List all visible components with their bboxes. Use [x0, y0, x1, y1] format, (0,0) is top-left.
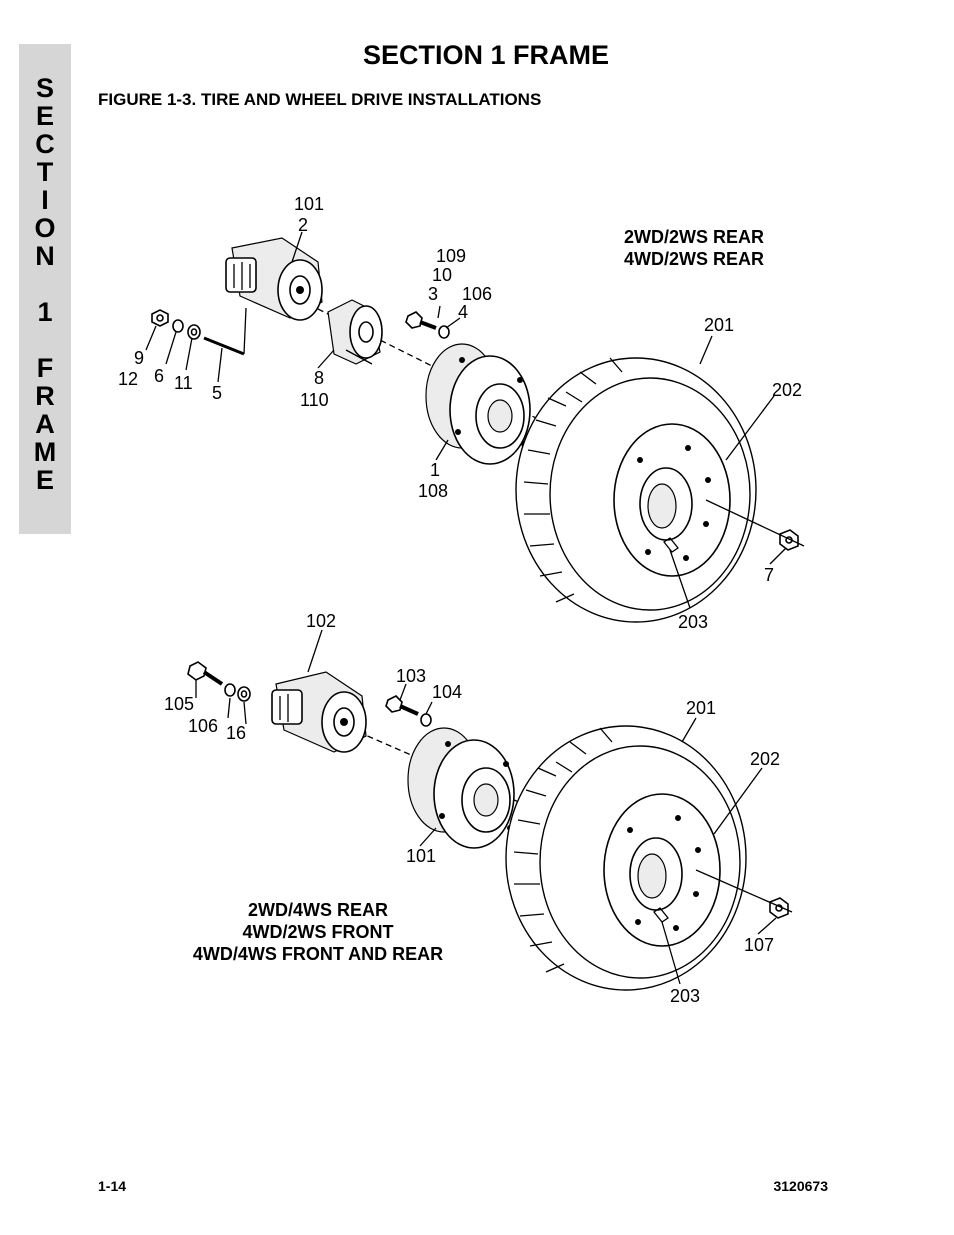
callout: 110	[300, 390, 329, 410]
callout: 6	[154, 366, 164, 386]
upper-wheel-drive-hub	[425, 343, 531, 465]
callout: 103	[396, 666, 426, 686]
callout: 105	[164, 694, 194, 714]
figure-title: FIGURE 1-3. TIRE AND WHEEL DRIVE INSTALL…	[98, 90, 542, 109]
side-letter: I	[41, 185, 49, 215]
upper-lug-nut	[779, 529, 799, 551]
lower-wheel-drive-hub	[407, 727, 515, 849]
lower-hub-bolt	[385, 695, 432, 727]
side-letter: R	[35, 381, 55, 411]
page-number: 1-14	[98, 1178, 127, 1194]
lower-lug-nut	[769, 897, 789, 919]
callout: 108	[418, 481, 448, 501]
side-letter: A	[35, 409, 55, 439]
side-letter: N	[35, 241, 55, 271]
callout: 106	[462, 284, 492, 304]
config-line: 4WD/2WS REAR	[624, 249, 764, 269]
callout: 11	[174, 373, 193, 393]
callout: 102	[306, 611, 336, 631]
side-letter: E	[35, 465, 54, 495]
lower-config-label: 2WD/4WS REAR 4WD/2WS FRONT 4WD/4WS FRONT…	[193, 900, 443, 964]
upper-stud	[203, 336, 245, 356]
callout: 104	[432, 682, 462, 702]
callout: 12	[118, 369, 138, 389]
upper-leader-lines	[145, 231, 805, 609]
side-letter: M	[33, 437, 57, 467]
side-letter: C	[35, 129, 55, 159]
side-tab-letters: S E C T I O N 1 F R A M E	[19, 74, 71, 494]
config-line: 4WD/2WS FRONT	[243, 922, 394, 942]
upper-hub-bolt	[405, 311, 450, 339]
upper-small-hardware	[151, 309, 201, 340]
lower-tire-and-wheel	[505, 725, 747, 991]
callout: 10	[432, 265, 452, 285]
upper-config-label: 2WD/2WS REAR 4WD/2WS REAR	[624, 227, 764, 269]
callout: 203	[670, 986, 700, 1006]
lower-leader-lines	[195, 629, 793, 985]
config-line: 4WD/4WS FRONT AND REAR	[193, 944, 443, 964]
side-letter: T	[36, 157, 54, 187]
side-letter: O	[34, 213, 56, 243]
callout: 9	[134, 348, 144, 368]
upper-callouts: 101 2 109 10 3 106 4 9 12 6 11 5 8 110 1…	[118, 194, 802, 632]
upper-drive-motor	[225, 237, 323, 321]
callout: 109	[436, 246, 466, 266]
callout: 8	[314, 368, 324, 388]
callout: 2	[298, 215, 308, 235]
callout: 201	[704, 315, 734, 335]
lower-assembly-illustration	[187, 629, 793, 991]
config-line: 2WD/4WS REAR	[248, 900, 388, 920]
page-title: SECTION 1 FRAME	[362, 40, 610, 70]
side-letter: 1	[37, 297, 53, 327]
callout: 3	[428, 284, 438, 304]
section-side-tab: S E C T I O N 1 F R A M E	[19, 44, 71, 534]
side-letter: S	[35, 73, 54, 103]
side-letter: F	[36, 353, 54, 383]
callout: 16	[226, 723, 246, 743]
callout: 106	[188, 716, 218, 736]
lower-callouts: 102 103 104 105 106 16 101 201 202 107 2…	[164, 611, 780, 1006]
callout: 203	[678, 612, 708, 632]
callout: 202	[772, 380, 802, 400]
callout: 202	[750, 749, 780, 769]
document-number: 3120673	[773, 1178, 828, 1194]
callout: 4	[458, 302, 468, 322]
lower-small-hardware	[187, 661, 251, 702]
callout: 7	[764, 565, 774, 585]
side-letter: E	[35, 101, 54, 131]
callout: 107	[744, 935, 774, 955]
config-line: 2WD/2WS REAR	[624, 227, 764, 247]
callout: 1	[430, 460, 440, 480]
upper-assembly-illustration	[145, 231, 805, 623]
callout: 101	[406, 846, 436, 866]
lower-drive-motor	[271, 671, 367, 753]
upper-brake-housing	[327, 299, 383, 365]
callout: 201	[686, 698, 716, 718]
callout: 101	[294, 194, 324, 214]
callout: 5	[212, 383, 222, 403]
upper-tire-and-wheel	[515, 357, 757, 623]
